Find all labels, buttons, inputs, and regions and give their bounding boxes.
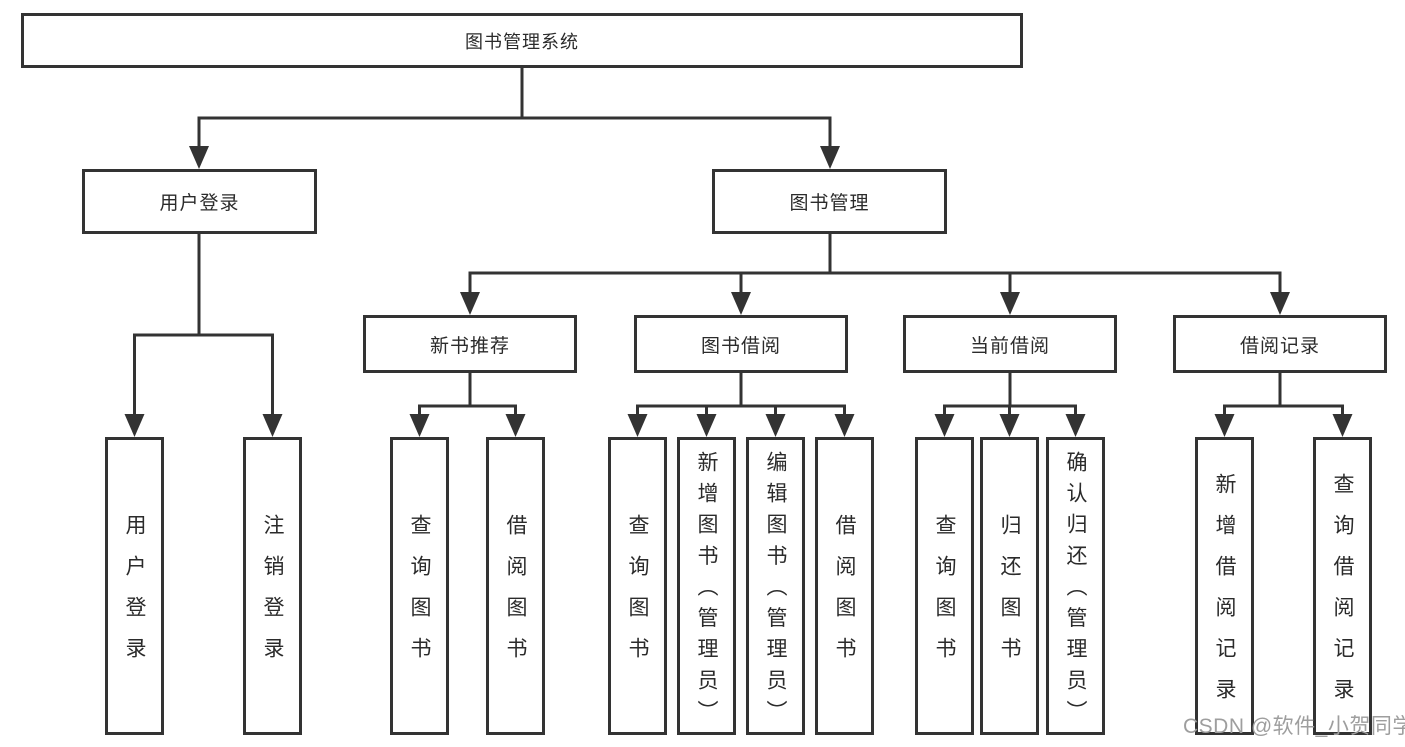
node-library-system: 图书管理系统	[21, 13, 1023, 68]
arrowhead-icon	[1332, 414, 1353, 437]
node-label: 借阅图书	[833, 514, 856, 678]
node-label: 注销登录	[261, 514, 284, 678]
arrowhead-icon	[189, 146, 209, 169]
arrowhead-icon	[1000, 292, 1020, 315]
node-label: 确认归还（管理员）	[1064, 451, 1087, 732]
node-label: 新增图书（管理员）	[695, 451, 718, 732]
node-label: 查询图书	[933, 514, 956, 678]
arrowhead-icon	[627, 414, 648, 437]
arrowhead-icon	[820, 146, 840, 169]
arrowhead-icon	[1214, 414, 1235, 437]
node-new-book-recommend: 新书推荐	[363, 315, 577, 373]
node-label: 查询借阅记录	[1331, 473, 1354, 719]
node-label: 查询图书	[408, 514, 431, 678]
arrowhead-icon	[505, 414, 526, 437]
node-current-borrow: 当前借阅	[903, 315, 1117, 373]
node-label: 用户登录	[159, 193, 240, 214]
leaf-query-books-borrow: 查询图书	[608, 437, 667, 735]
arrowhead-icon	[731, 292, 751, 315]
leaf-query-books-current: 查询图书	[915, 437, 974, 735]
arrowhead-icon	[696, 414, 717, 437]
leaf-borrow-books-recommend: 借阅图书	[486, 437, 545, 735]
leaf-logout: 注销登录	[243, 437, 302, 735]
arrowhead-icon	[934, 414, 955, 437]
node-label: 编辑图书（管理员）	[764, 451, 787, 732]
leaf-edit-books-admin: 编辑图书（管理员）	[746, 437, 805, 735]
node-label: 图书管理	[789, 193, 870, 214]
leaf-return-books: 归还图书	[980, 437, 1039, 735]
node-label: 归还图书	[998, 514, 1021, 678]
arrowhead-icon	[1270, 292, 1290, 315]
arrowhead-icon	[460, 292, 480, 315]
node-book-management: 图书管理	[712, 169, 947, 234]
leaf-confirm-return-admin: 确认归还（管理员）	[1046, 437, 1105, 735]
node-label: 查询图书	[626, 514, 649, 678]
arrowhead-icon	[1065, 414, 1086, 437]
node-user-login: 用户登录	[82, 169, 317, 234]
node-label: 图书管理系统	[465, 31, 579, 52]
node-label: 借阅图书	[504, 514, 527, 678]
node-label: 借阅记录	[1239, 335, 1320, 357]
leaf-query-borrow-record: 查询借阅记录	[1313, 437, 1372, 735]
node-book-borrow: 图书借阅	[634, 315, 848, 373]
arrowhead-icon	[409, 414, 430, 437]
arrowhead-icon	[124, 414, 145, 437]
node-label: 用户登录	[123, 514, 146, 678]
leaf-user-login: 用户登录	[105, 437, 164, 735]
leaf-add-books-admin: 新增图书（管理员）	[677, 437, 736, 735]
leaf-query-books-recommend: 查询图书	[390, 437, 449, 735]
node-label: 当前借阅	[969, 335, 1050, 357]
node-borrow-records: 借阅记录	[1173, 315, 1387, 373]
arrowhead-icon	[765, 414, 786, 437]
arrowhead-icon	[262, 414, 283, 437]
arrowhead-icon	[834, 414, 855, 437]
leaf-add-borrow-record: 新增借阅记录	[1195, 437, 1254, 735]
node-label: 图书借阅	[700, 335, 781, 357]
node-label: 新书推荐	[429, 335, 510, 357]
leaf-borrow-books: 借阅图书	[815, 437, 874, 735]
csdn-watermark: CSDN @软件_小贺同学	[1183, 715, 1405, 738]
node-label: 新增借阅记录	[1213, 473, 1236, 719]
arrowhead-icon	[999, 414, 1020, 437]
